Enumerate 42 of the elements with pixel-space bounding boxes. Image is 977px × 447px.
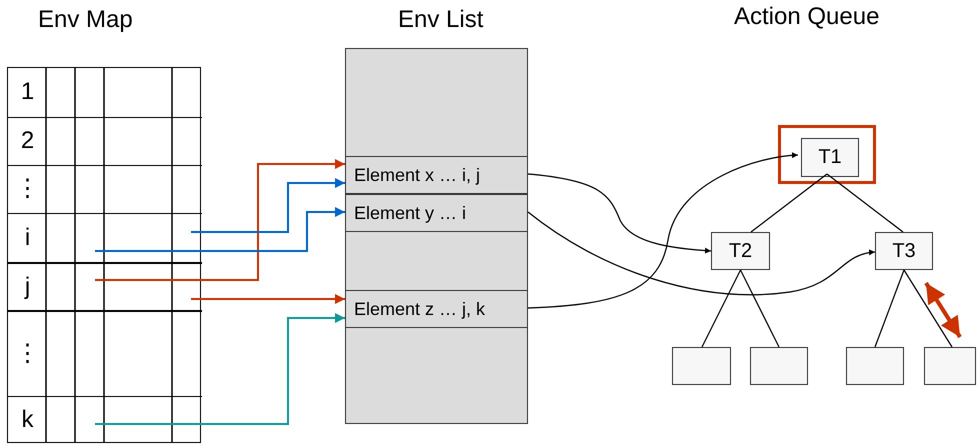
task-label: T3 <box>892 240 916 262</box>
row-label: j <box>23 275 32 299</box>
list-entry <box>346 290 527 328</box>
row-label: 1 <box>20 80 36 104</box>
arrow <box>95 207 345 252</box>
task-box <box>711 232 770 270</box>
arrow <box>191 178 345 233</box>
arrow <box>924 282 962 338</box>
row-label: k <box>20 408 34 432</box>
row-label: ⋮ <box>14 342 40 366</box>
row-label: ⋮ <box>14 177 40 201</box>
list-entry <box>346 194 527 232</box>
empty-box <box>924 347 976 385</box>
connector-line <box>701 270 742 348</box>
list-heading: Env List <box>398 6 484 34</box>
connector-line <box>826 174 904 232</box>
empty-box <box>672 347 731 385</box>
connector-line <box>904 270 952 348</box>
task-label: T1 <box>818 146 842 169</box>
arrow <box>95 313 345 425</box>
arrow <box>95 159 345 281</box>
arrow <box>191 294 345 304</box>
row-label: 2 <box>20 129 36 153</box>
table-heading: Env Map <box>38 6 133 34</box>
row-label: i <box>24 226 32 250</box>
arrow <box>528 173 712 254</box>
heading: Action Queue <box>734 3 880 31</box>
entry-label: Element z … j, k <box>354 298 486 320</box>
entry-label: Element x … i, j <box>354 164 480 186</box>
empty-box <box>846 347 904 385</box>
task-box <box>801 138 859 177</box>
task-box <box>875 232 933 270</box>
empty-box <box>750 347 808 385</box>
task-label: T2 <box>728 240 752 262</box>
arrow <box>528 152 798 309</box>
highlight-frame <box>778 125 876 184</box>
connector-line <box>740 270 780 348</box>
arrow <box>528 212 876 296</box>
entry-label: Element y … i <box>354 202 466 224</box>
connector-line <box>874 270 905 348</box>
list-entry <box>346 156 527 194</box>
connector-line <box>750 174 828 232</box>
